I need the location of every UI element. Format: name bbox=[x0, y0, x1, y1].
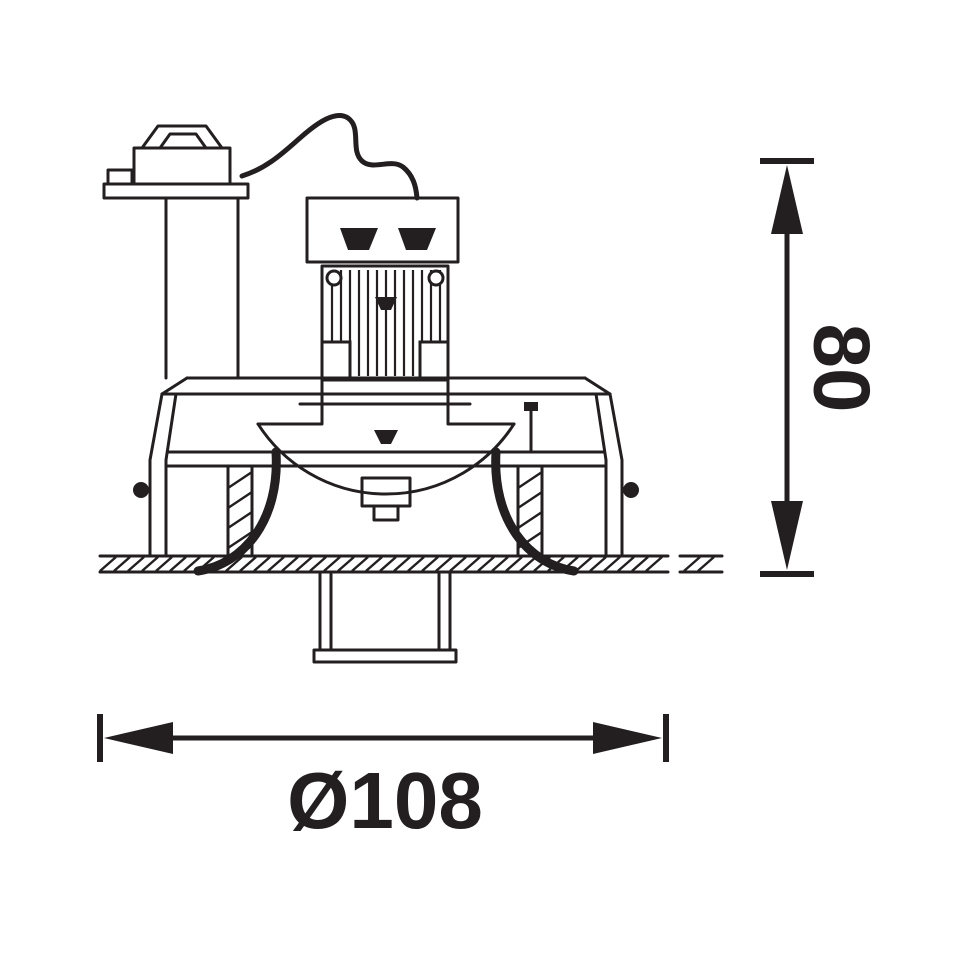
height-dimension-label: 80 bbox=[798, 324, 887, 413]
mounting-bracket-bars bbox=[166, 450, 606, 468]
pivot-pin-left bbox=[133, 482, 149, 498]
fixture-drawing bbox=[98, 113, 724, 664]
screw-right bbox=[427, 269, 445, 287]
ceiling-hatch bbox=[99, 556, 715, 572]
pivot-pin-right bbox=[623, 482, 639, 498]
center-marker bbox=[374, 430, 398, 444]
retention-springs bbox=[193, 447, 579, 576]
contact-right bbox=[398, 228, 436, 250]
contact-left bbox=[340, 228, 378, 250]
lamp-marker bbox=[375, 297, 397, 310]
heatsink-fins bbox=[330, 270, 442, 376]
arrow-left-icon bbox=[104, 722, 173, 754]
mounting-column bbox=[164, 196, 240, 380]
terminal-block bbox=[102, 124, 250, 200]
bracket-right bbox=[418, 340, 450, 382]
ceiling-section bbox=[98, 554, 724, 574]
lamp-glass-arc bbox=[256, 422, 516, 496]
supply-cable bbox=[239, 113, 420, 201]
lamp-holder-box bbox=[305, 196, 460, 264]
spring-clip-right bbox=[491, 447, 579, 576]
diameter-dimension-label: Ø108 bbox=[287, 756, 483, 845]
spring-clip-left bbox=[193, 447, 281, 576]
bracket-left bbox=[320, 340, 352, 382]
arrow-down-icon bbox=[771, 501, 803, 570]
reflector bbox=[256, 378, 516, 522]
screw-left bbox=[325, 269, 343, 287]
arrow-up-icon bbox=[771, 165, 803, 234]
height-dimension: 80 bbox=[760, 158, 887, 577]
arrow-right-icon bbox=[593, 722, 662, 754]
lamp-module bbox=[320, 264, 450, 382]
diameter-dimension: Ø108 bbox=[97, 714, 669, 845]
bezel bbox=[312, 570, 458, 664]
